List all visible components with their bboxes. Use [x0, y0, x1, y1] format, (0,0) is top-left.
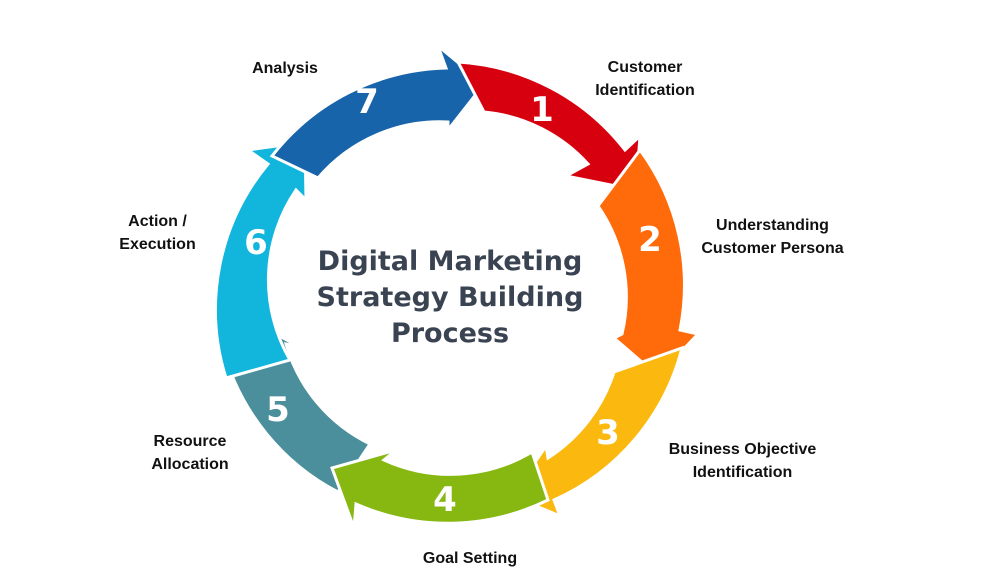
step-2-label: Understanding Customer Persona [690, 214, 855, 260]
step-1-label: Customer Identification [580, 56, 710, 102]
step-2-number: 2 [638, 220, 662, 260]
step-3-arrow [509, 345, 685, 519]
step-2-label-line-2: Customer Persona [701, 240, 844, 257]
step-6-label-line-2: Execution [119, 236, 196, 253]
step-6-label: Action / Execution [100, 210, 215, 256]
step-5-label-line-1: Resource [153, 433, 227, 450]
step-1-number: 1 [530, 90, 554, 130]
step-4-number: 4 [433, 480, 457, 520]
step-3-label-line-2: Identification [692, 464, 793, 481]
step-3-label: Business Objective Identification [660, 438, 825, 484]
title-line-1: Digital Marketing [317, 246, 583, 277]
step-4-arrow [330, 448, 550, 529]
step-4-label: Goal Setting [400, 547, 540, 570]
step-2-label-line-1: Understanding [716, 217, 829, 234]
step-7-number: 7 [355, 82, 379, 122]
step-6-number: 6 [244, 223, 268, 263]
step-4-label-line-1: Goal Setting [422, 550, 518, 567]
step-7-arrow [269, 41, 487, 180]
step-1-label-line-2: Identification [595, 82, 695, 99]
step-1-label-line-1: Customer [607, 59, 683, 76]
step-7-label-line-1: Analysis [252, 60, 318, 77]
step-5-label: Resource Allocation [130, 430, 250, 476]
step-6-label-line-1: Action / [128, 213, 187, 230]
step-5-label-line-2: Allocation [151, 456, 229, 473]
step-7-label: Analysis [235, 57, 335, 80]
title-line-3: Process [390, 318, 510, 349]
step-3-label-line-1: Business Objective [668, 441, 817, 458]
step-5-number: 5 [266, 390, 290, 430]
step-2-arrow [596, 147, 701, 379]
step-1-arrow [455, 60, 642, 192]
diagram-title: Digital Marketing Strategy Building Proc… [290, 244, 610, 352]
step-3-number: 3 [596, 413, 620, 453]
title-line-2: Strategy Building [316, 282, 584, 313]
